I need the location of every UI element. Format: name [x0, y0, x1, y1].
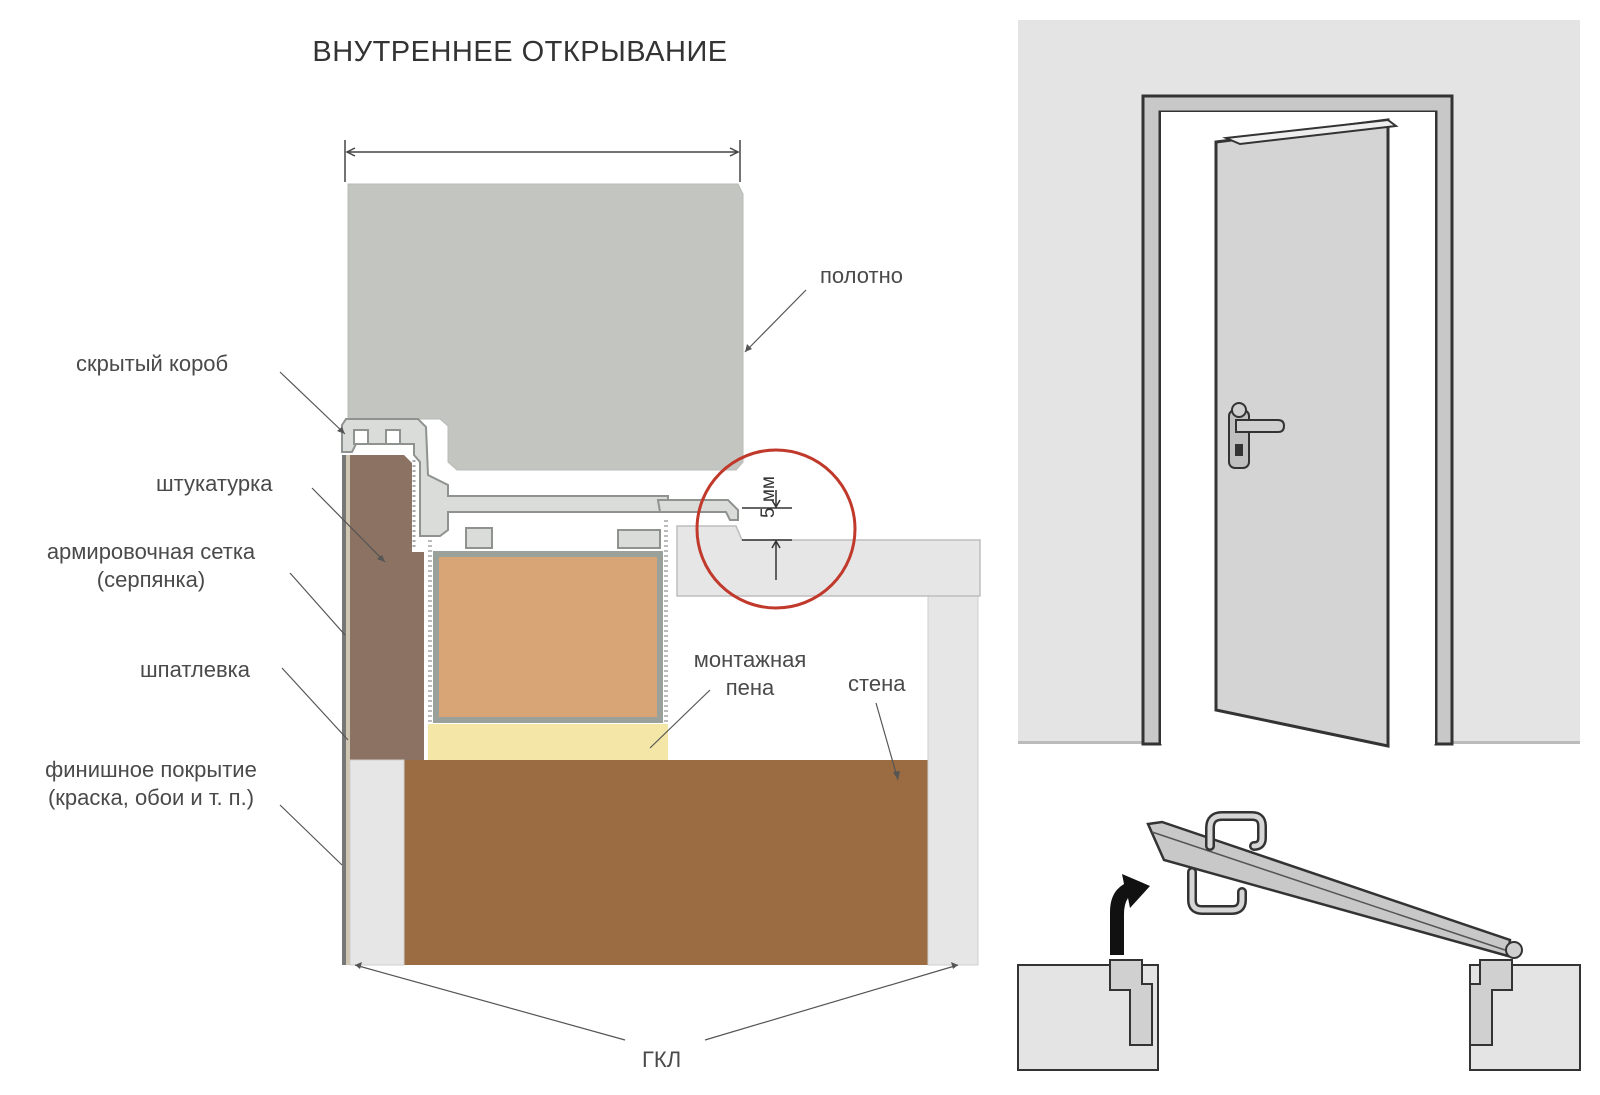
plaster-layer	[350, 455, 424, 760]
label-foam-line2: пена	[725, 675, 775, 700]
label-mesh: армировочная сетка (серпянка)	[20, 538, 282, 594]
label-mounting-foam: монтажная пена	[675, 646, 825, 702]
label-door-leaf: полотно	[820, 263, 903, 288]
wall-section	[404, 760, 928, 965]
label-hidden-frame: скрытый короб	[76, 351, 229, 376]
label-gkl: ГКЛ	[642, 1047, 682, 1072]
label-gap-5mm: 5 мм	[758, 476, 779, 518]
width-dimension-line	[344, 140, 741, 182]
leader-lines	[279, 289, 959, 1041]
door-swing-arrow-icon	[1017, 811, 1581, 1071]
label-mesh-line2: (серпянка)	[96, 567, 206, 592]
label-plaster: штукатурка	[156, 471, 273, 496]
label-foam-line1: монтажная	[693, 647, 807, 672]
putty-layer	[346, 455, 350, 965]
gkl-left	[349, 759, 405, 966]
door-stop-board	[676, 525, 981, 597]
gap-dimension	[742, 490, 792, 580]
label-putty: шпатлевка	[140, 657, 251, 682]
diagram-title: ВНУТРЕННЕЕ ОТКРЫВАНИЕ	[312, 36, 728, 68]
finish-coat	[342, 455, 346, 965]
label-finish-line1: финишное покрытие	[45, 757, 257, 782]
mounting-foam	[428, 724, 668, 760]
label-mesh-line1: армировочная сетка	[46, 539, 256, 564]
gkl-right	[927, 595, 979, 966]
door-open-inward-icon	[1018, 20, 1580, 748]
gap-highlight-circle	[695, 448, 857, 610]
hidden-frame-profile	[341, 418, 739, 549]
timber-block	[433, 551, 663, 723]
label-wall: стена	[848, 671, 906, 696]
label-finish-line2: (краска, обои и т. п.)	[47, 785, 255, 810]
label-finish-coat: финишное покрытие (краска, обои и т. п.)	[16, 756, 286, 812]
